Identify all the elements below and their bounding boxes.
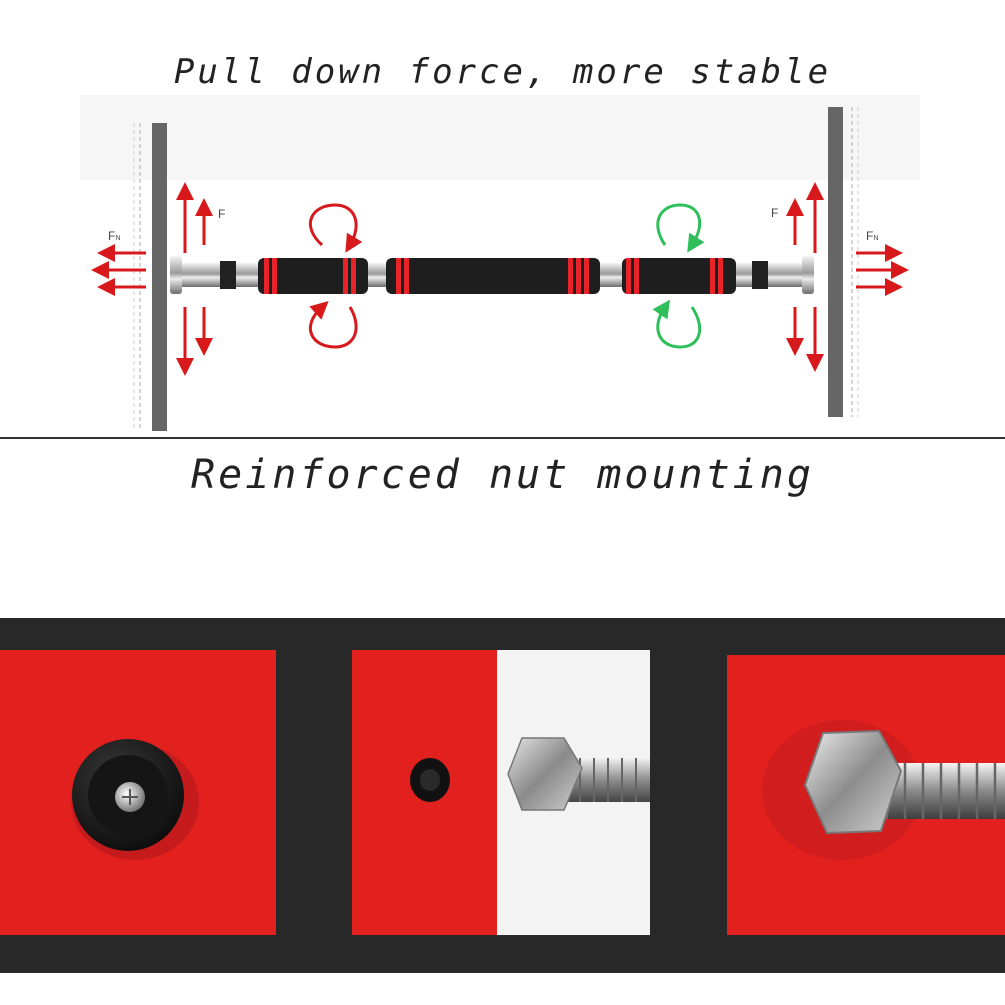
right-wall <box>828 107 859 417</box>
rotation-arrow-icon <box>308 203 363 349</box>
heading-reinforced-nut: Reinforced nut mounting <box>191 452 814 498</box>
left-end-cap <box>170 256 182 294</box>
left-foam-grip <box>258 258 368 294</box>
pullup-bar-force-diagram: F F FN FN <box>80 95 920 431</box>
nf-main: F <box>108 229 115 243</box>
bolt-icon <box>762 720 1005 860</box>
center-foam-grip <box>386 258 600 294</box>
diagram-backdrop <box>80 95 920 180</box>
nf-sub: N <box>115 235 120 242</box>
photo-panel-nut-closeup <box>727 655 1005 935</box>
nf-main: F <box>866 229 873 243</box>
force-label-left: F <box>218 207 225 221</box>
force-label-right: F <box>771 206 778 220</box>
section-divider <box>0 437 1005 439</box>
rotation-arrow-icon <box>652 203 705 349</box>
bolt-icon <box>410 737 650 811</box>
pullup-bar <box>170 256 814 294</box>
right-end-cap <box>802 256 814 294</box>
normal-force-label-right: FN <box>866 229 878 243</box>
right-foam-grip <box>622 258 736 294</box>
force-arrow-icon <box>786 182 909 372</box>
force-arrow-icon <box>91 182 213 376</box>
photo-panel-rubber-pad <box>0 650 276 935</box>
photo-panel-nut-and-bolt <box>352 650 650 935</box>
left-wall <box>133 123 167 431</box>
heading-pull-down-force: Pull down force, more stable <box>173 52 832 92</box>
nut-icon <box>71 739 199 860</box>
normal-force-label-left: FN <box>108 229 120 243</box>
nf-sub: N <box>873 235 878 242</box>
